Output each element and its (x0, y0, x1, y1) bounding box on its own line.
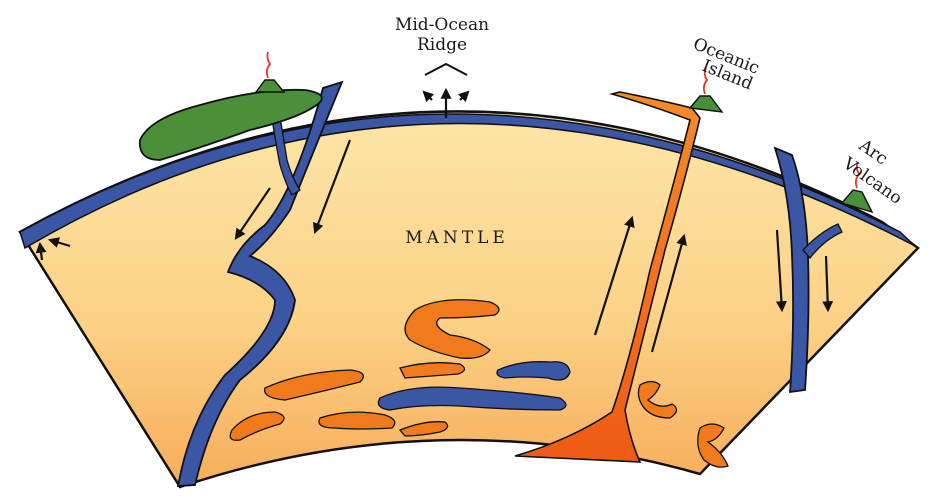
continent-magma (267, 52, 270, 78)
orange-blob (319, 412, 395, 429)
ridge-arrow-left (424, 92, 432, 100)
ridge-label-line2: Ridge (417, 35, 467, 55)
oceanic-island-volcano (690, 96, 722, 112)
ridge-arrow-right (460, 92, 468, 100)
mantle-label: MANTLE (405, 228, 509, 248)
ridge-label-line1: Mid-Ocean (395, 15, 489, 35)
ridge-notch (425, 64, 467, 75)
continent-volcano (256, 80, 284, 92)
